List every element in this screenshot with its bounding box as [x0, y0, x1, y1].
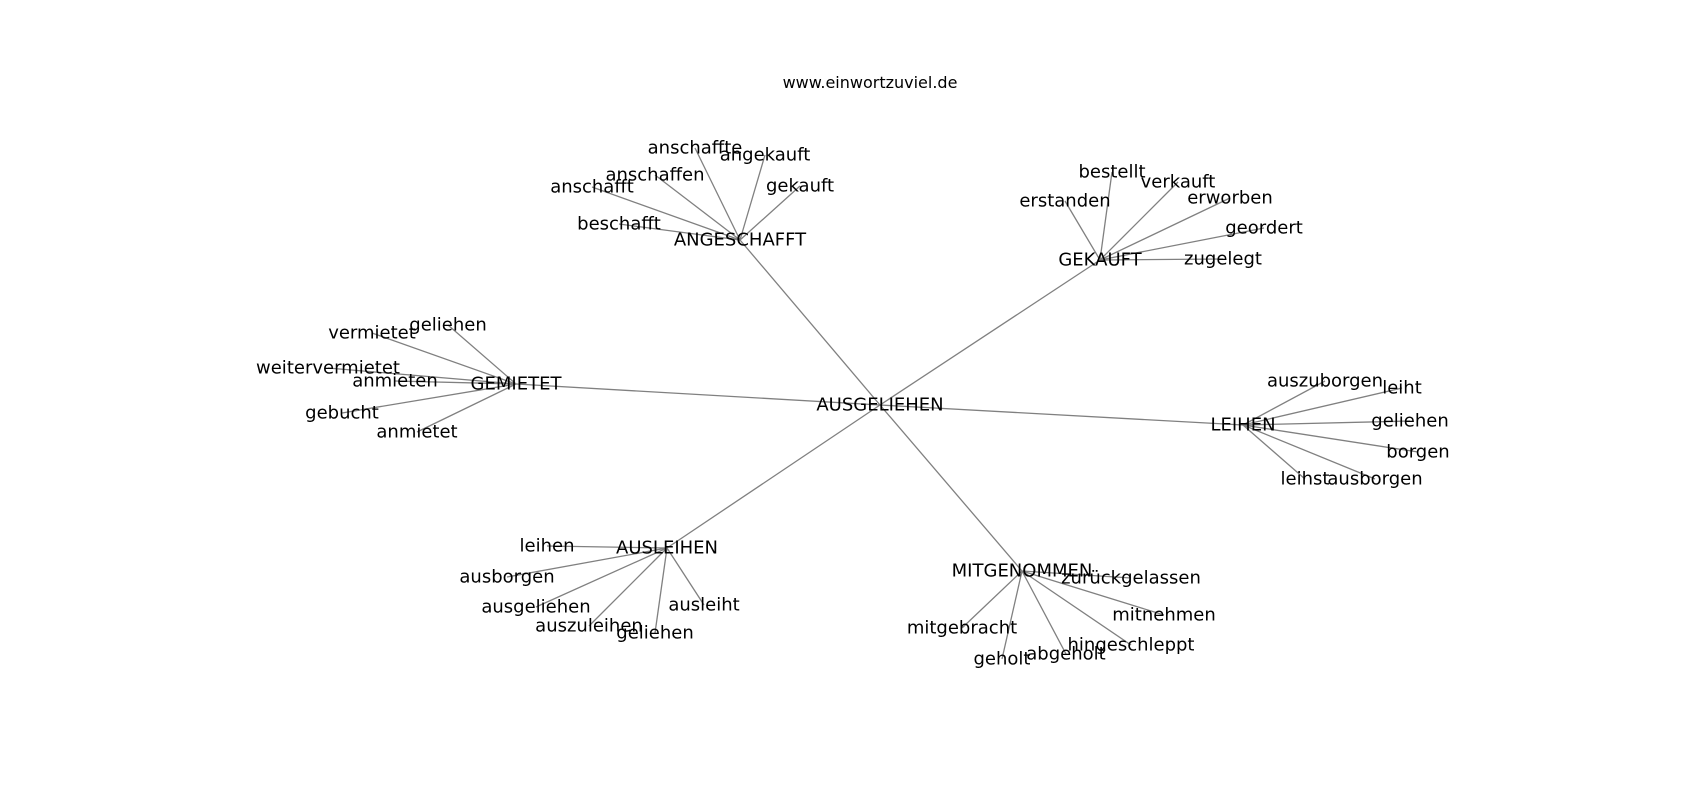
hub-node-label: LEIHEN	[1210, 415, 1275, 436]
edge-hub-to-leaf	[1242, 424, 1419, 453]
leaf-node-label: bestellt	[1078, 162, 1145, 183]
root-node-label: AUSGELIEHEN	[816, 395, 943, 416]
leaf-node-label: hingeschleppt	[1068, 635, 1195, 656]
leaf-node-label: geliehen	[409, 315, 486, 336]
edge-hub-to-leaf	[1021, 570, 1067, 655]
leaf-node-label: anschaffen	[605, 165, 704, 186]
edge-hub-to-leaf	[1021, 570, 1132, 579]
hub-node-label: AUSLEIHEN	[616, 538, 718, 559]
hub-node-label: ANGESCHAFFT	[674, 230, 807, 251]
edge-hub-to-leaf	[327, 367, 517, 385]
edge-hub-to-leaf	[1242, 424, 1306, 480]
leaf-node-label: zurückgelassen	[1061, 568, 1201, 589]
leaf-node-label: leihen	[520, 536, 575, 557]
leaf-node-label: weitervermietet	[256, 358, 400, 379]
edge-hub-to-leaf	[447, 324, 517, 385]
edge-hub-to-leaf	[694, 147, 741, 241]
edge-hub-to-leaf	[1064, 200, 1101, 261]
edge-root-to-hub	[879, 259, 1101, 406]
page-title: www.einwortzuviel.de	[783, 73, 958, 92]
edge-hub-to-leaf	[1099, 181, 1179, 261]
edge-hub-to-leaf	[1242, 387, 1403, 426]
edge-root-to-hub	[879, 404, 1023, 572]
edge-root-to-hub	[879, 404, 1244, 426]
leaf-node-label: erstanden	[1019, 191, 1110, 212]
edge-hub-to-leaf	[1242, 420, 1411, 426]
edge-hub-to-leaf	[654, 547, 668, 634]
edge-hub-to-leaf	[739, 154, 766, 241]
edge-hub-to-leaf	[1099, 197, 1231, 261]
hub-node-label: GEMIETET	[471, 374, 563, 395]
leaf-node-label: mitgebracht	[907, 618, 1017, 639]
leaf-node-label: abgeholt	[1026, 644, 1105, 665]
edge-root-to-hub	[739, 239, 881, 406]
leaf-node-label: auszuborgen	[1267, 371, 1383, 392]
edge-layer	[327, 147, 1419, 660]
leaf-node-label: mitnehmen	[1112, 605, 1216, 626]
leaf-node-label: anschaffte	[648, 138, 743, 159]
leaf-node-label: anmieten	[352, 371, 438, 392]
leaf-node-label: geliehen	[1371, 411, 1448, 432]
leaf-node-label: ausborgen	[1327, 469, 1422, 490]
edge-hub-to-leaf	[546, 545, 668, 549]
leaf-node-label: ausgeliehen	[481, 597, 590, 618]
leaf-node-label: borgen	[1386, 442, 1449, 463]
label-layer: www.einwortzuviel.de AUSGELIEHEN ANGESCHA…	[256, 73, 1450, 670]
edge-hub-to-leaf	[961, 570, 1023, 629]
leaf-node-label: ausleiht	[668, 595, 739, 616]
edge-hub-to-leaf	[394, 380, 517, 385]
leaf-node-label: verkauft	[1141, 172, 1216, 193]
edge-hub-to-leaf	[371, 332, 517, 385]
leaf-node-label: auszuleihen	[535, 616, 643, 637]
edge-hub-to-leaf	[654, 174, 741, 241]
leaf-node-label: geordert	[1225, 218, 1303, 239]
leaf-node-label: ausborgen	[459, 567, 554, 588]
edge-hub-to-leaf	[1242, 424, 1376, 480]
leaf-node-label: vermietet	[328, 323, 416, 344]
edge-hub-to-leaf	[1242, 380, 1326, 426]
edge-hub-to-leaf	[588, 547, 668, 627]
edge-root-to-hub	[666, 404, 881, 549]
edge-hub-to-leaf	[341, 383, 517, 414]
edge-hub-to-leaf	[1021, 570, 1165, 616]
hub-node-label: MITGENOMMEN	[952, 561, 1093, 582]
edge-hub-to-leaf	[666, 547, 705, 606]
leaf-node-label: geholt	[974, 649, 1031, 670]
leaf-node-label: zugelegt	[1184, 249, 1262, 270]
leaf-node-label: erworben	[1187, 188, 1273, 209]
edge-hub-to-leaf	[591, 186, 741, 241]
edge-hub-to-leaf	[1001, 570, 1023, 660]
leaf-node-label: geliehen	[616, 623, 693, 644]
leaf-node-label: leiht	[1382, 378, 1422, 399]
leaf-node-label: anmietet	[376, 422, 457, 443]
edge-hub-to-leaf	[535, 547, 668, 608]
edge-hub-to-leaf	[1021, 570, 1132, 646]
edge-hub-to-leaf	[739, 185, 801, 241]
edge-hub-to-leaf	[1099, 258, 1224, 261]
leaf-node-label: anschafft	[550, 177, 634, 198]
leaf-node-label: gekauft	[766, 176, 834, 197]
leaf-node-label: angekauft	[720, 145, 811, 166]
leaf-node-label: leihst	[1281, 469, 1330, 490]
leaf-node-label: gebucht	[305, 403, 379, 424]
edge-root-to-hub	[515, 383, 881, 406]
edge-hub-to-leaf	[1099, 227, 1265, 261]
edge-hub-to-leaf	[416, 383, 517, 433]
edge-hub-to-leaf	[618, 223, 741, 241]
edge-hub-to-leaf	[1099, 171, 1113, 261]
edge-hub-to-leaf	[506, 547, 668, 578]
hub-node-label: GEKAUFT	[1058, 250, 1142, 271]
leaf-node-label: beschafft	[577, 214, 661, 235]
